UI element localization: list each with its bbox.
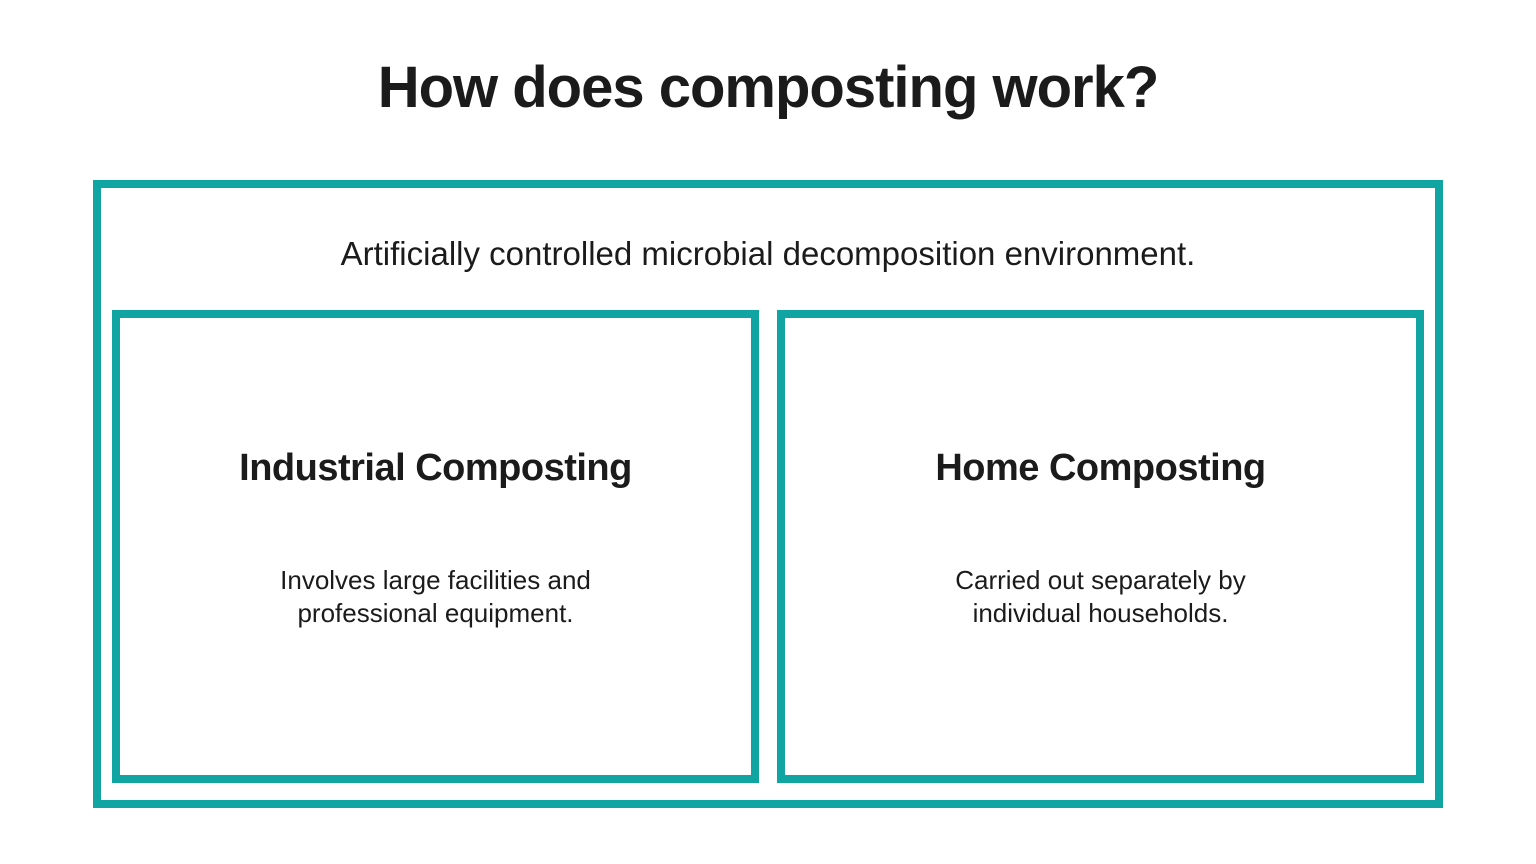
- composting-overview-box: Artificially controlled microbial decomp…: [93, 180, 1443, 808]
- home-composting-body: Carried out separately by individual hou…: [955, 564, 1246, 629]
- composting-description: Artificially controlled microbial decomp…: [340, 235, 1196, 272]
- industrial-composting-heading: Industrial Composting: [239, 447, 632, 489]
- home-composting-card: Home Composting Carried out separately b…: [777, 310, 1424, 783]
- page-title: How does composting work?: [377, 55, 1160, 120]
- industrial-composting-body: Involves large facilities and profession…: [280, 564, 591, 629]
- home-composting-heading: Home Composting: [935, 447, 1266, 489]
- composting-types-row: Industrial Composting Involves large fac…: [112, 310, 1424, 783]
- industrial-composting-card: Industrial Composting Involves large fac…: [112, 310, 759, 783]
